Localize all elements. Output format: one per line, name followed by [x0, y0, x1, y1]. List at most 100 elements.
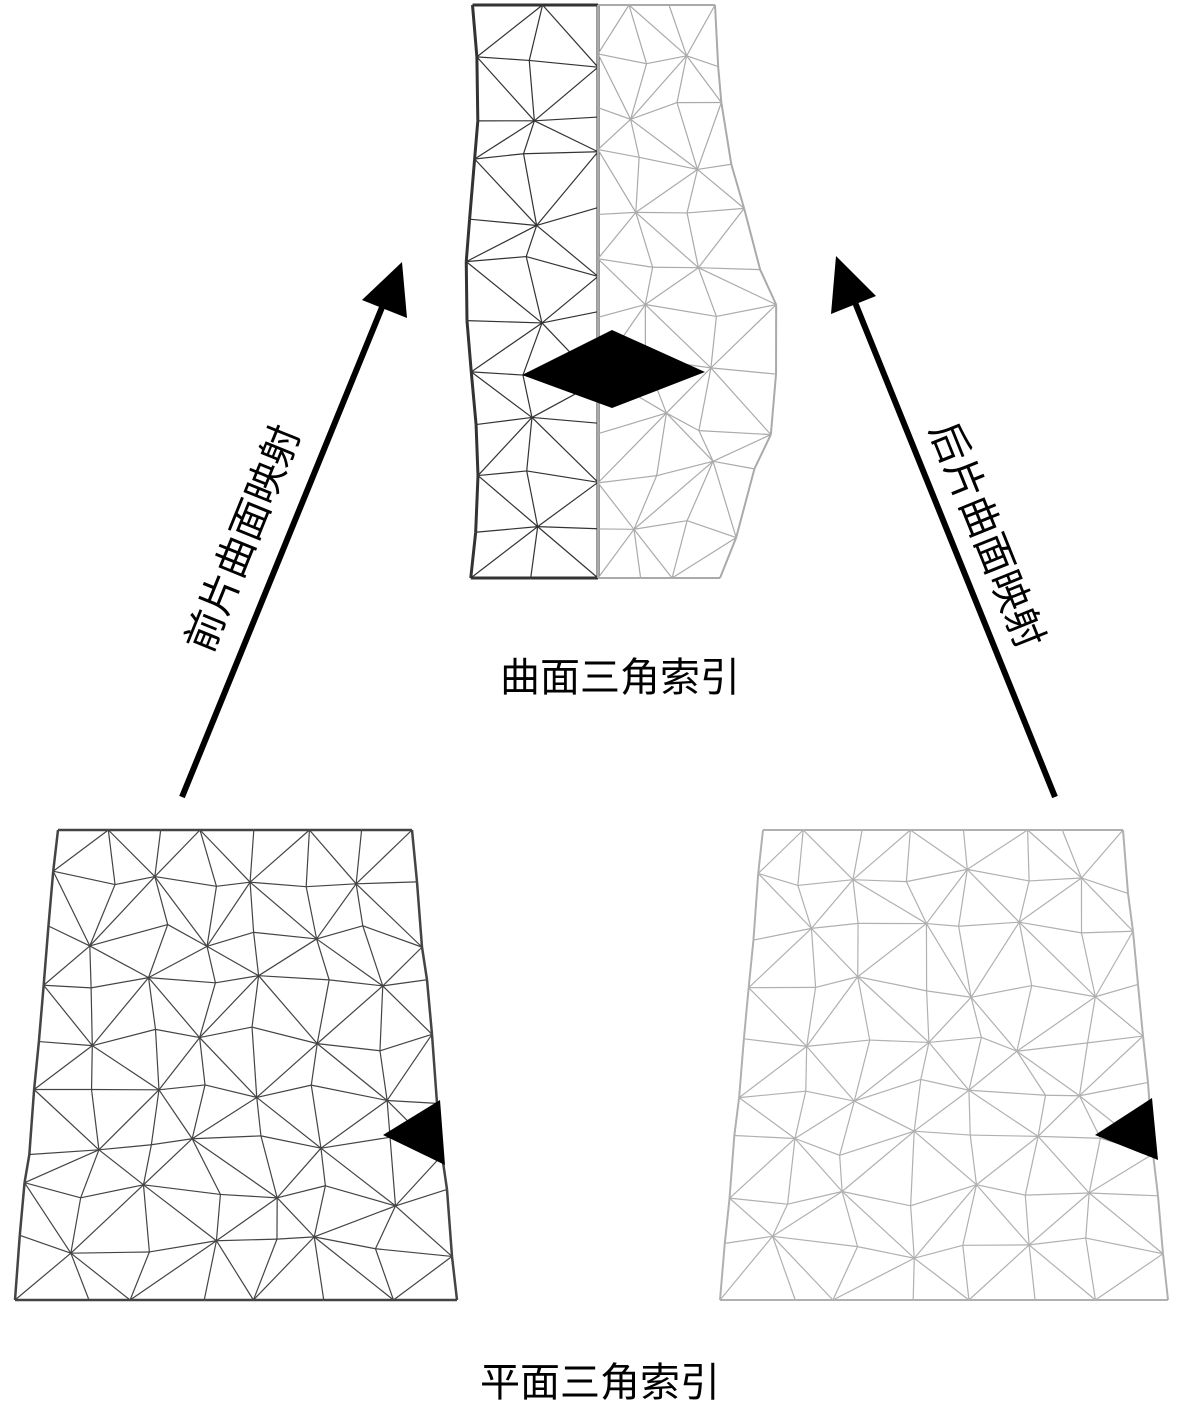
mesh-edge [1088, 1138, 1101, 1194]
mesh-edge [316, 883, 357, 940]
mesh-edge [717, 66, 723, 103]
mesh-edge [474, 424, 480, 476]
mesh-edge [970, 1134, 1039, 1137]
mesh-edge [474, 120, 535, 160]
mesh-edge [969, 1135, 978, 1185]
mesh-edge [92, 1028, 156, 1047]
mesh-edge [167, 924, 208, 947]
mesh-edge [43, 984, 93, 1047]
mesh-edge [70, 1251, 150, 1254]
mesh-edge [1132, 931, 1139, 985]
mesh-edge [676, 102, 699, 170]
mesh-edge [1029, 1237, 1086, 1246]
mesh-edge [258, 975, 318, 1045]
mesh-edge [839, 1100, 855, 1156]
mesh-edge [597, 53, 647, 65]
mesh-edge [842, 1190, 911, 1207]
mesh-edge [251, 975, 260, 1028]
mesh-edge [597, 212, 637, 260]
mesh-edge [914, 1130, 971, 1136]
mesh-edge [199, 982, 216, 1038]
mesh-edge [710, 367, 777, 375]
mesh-edge [698, 267, 761, 271]
mesh-edge [256, 1043, 318, 1098]
mesh-edge [252, 1238, 278, 1301]
mesh-edge [28, 1089, 36, 1155]
mesh-edge [43, 984, 92, 989]
mesh-edge [1016, 996, 1096, 1052]
mesh-edge [38, 1040, 93, 1047]
mesh-edge [313, 1236, 394, 1301]
mesh-edge [37, 985, 45, 1042]
mesh-edge [714, 4, 720, 67]
mesh-edge [154, 1029, 160, 1090]
mesh-edge [158, 1037, 201, 1091]
mesh-edge [148, 977, 216, 984]
mesh-edge [597, 211, 636, 216]
mesh-edge [33, 1089, 100, 1151]
mesh-edge [1016, 1050, 1080, 1097]
mesh-edge [1081, 829, 1124, 879]
mesh-edge [310, 1085, 322, 1149]
mesh-edge [852, 829, 863, 880]
mesh-edge [528, 60, 535, 121]
mesh-edge [748, 927, 812, 989]
mesh-edge [382, 985, 433, 1035]
mesh-edge [199, 1037, 258, 1098]
mesh-edge [142, 1144, 152, 1185]
mesh-edge [450, 1256, 459, 1301]
mesh-edge [1038, 1135, 1101, 1139]
mesh-edge [723, 1198, 731, 1244]
mesh-edge [203, 1240, 218, 1301]
mesh-edge [738, 1038, 745, 1098]
mesh-edge [107, 829, 156, 878]
mesh-edge [114, 876, 155, 886]
mesh-edge [697, 267, 717, 317]
mesh-edge [724, 1235, 773, 1244]
mesh-edge [276, 1236, 315, 1240]
mesh-edge [976, 1184, 1026, 1196]
mesh-edge [854, 1100, 915, 1132]
mesh-edge [797, 879, 854, 887]
mesh-edge [251, 1027, 258, 1098]
mesh-edge [249, 829, 255, 883]
mesh-edge [920, 1042, 930, 1080]
mesh-edge [968, 1089, 1039, 1137]
mesh-edge [90, 987, 93, 1046]
mesh-edge [597, 528, 635, 579]
mesh-edge [260, 1135, 278, 1198]
mesh-edge [150, 1089, 160, 1145]
mesh-edge [1016, 985, 1033, 1052]
mesh-edge [656, 412, 667, 476]
mesh-edge [541, 275, 599, 324]
mesh-edge [743, 208, 762, 270]
mesh-edge [753, 927, 812, 941]
mesh-edge [1027, 829, 1030, 881]
mesh-edge [857, 976, 930, 1043]
mesh-edge [389, 1137, 397, 1206]
mesh-edge [841, 1191, 859, 1247]
mesh-edge [215, 1194, 222, 1241]
mesh-edge [630, 55, 688, 120]
mesh-edge [1081, 877, 1129, 895]
mesh-edge [53, 870, 116, 886]
mesh-edge [597, 107, 631, 120]
mesh-edge [1089, 1192, 1159, 1197]
mesh-edge [910, 1184, 977, 1207]
mesh-edge [52, 870, 91, 947]
mesh-edge [410, 829, 419, 883]
mesh-edge [249, 882, 255, 933]
mesh-edge [970, 984, 1032, 998]
mesh-edge [633, 529, 642, 579]
mesh-edge [729, 1197, 773, 1237]
mesh-edge [597, 303, 646, 318]
mesh-edge [698, 430, 771, 436]
mesh-edge [477, 470, 527, 477]
mesh-edge [466, 320, 543, 324]
mesh-edge [852, 879, 927, 925]
mesh-edge [24, 1149, 100, 1184]
mesh-edge [107, 829, 116, 885]
mesh-edge [382, 946, 423, 987]
mesh-edge [310, 1043, 318, 1086]
mesh-edge [216, 1197, 278, 1242]
